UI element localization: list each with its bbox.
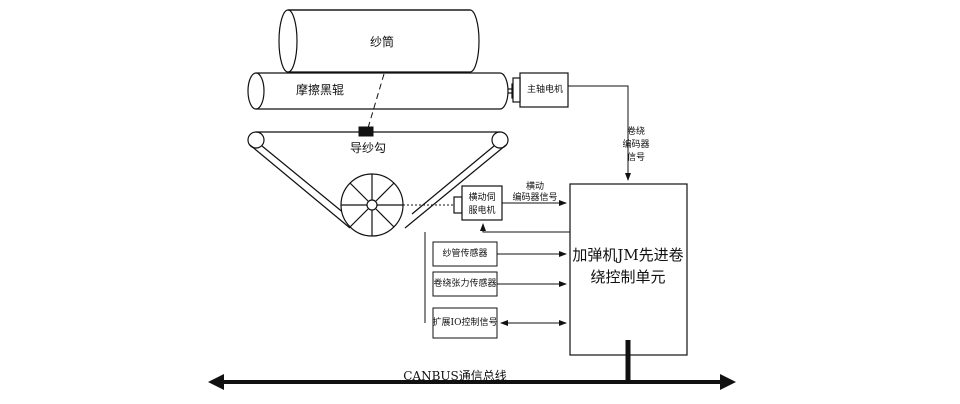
traverse-belt bbox=[247, 131, 509, 229]
winding-encoder-arrow bbox=[568, 85, 631, 181]
traverse-servo-line-2: 服电机 bbox=[468, 206, 496, 216]
tube-sensor-box bbox=[432, 241, 498, 267]
yarn-guide-block bbox=[358, 126, 374, 137]
canbus-label: CANBUS通信总线 bbox=[403, 369, 507, 383]
winding-encoder-signal-line-3: 信号 bbox=[626, 153, 645, 163]
tension-sensor-box bbox=[432, 271, 498, 297]
traverse-servo-label: 横动伺 服电机 bbox=[462, 192, 502, 218]
control-unit-line-2: 绕控制单元 bbox=[590, 268, 666, 286]
main-motor-assembly bbox=[508, 72, 569, 108]
winding-encoder-signal-line-1: 卷绕 bbox=[626, 127, 645, 137]
traverse-servo-box bbox=[461, 185, 503, 221]
canbus-right-arrowhead bbox=[720, 374, 736, 390]
friction-roller-label: 摩擦黑辊 bbox=[295, 83, 345, 97]
control-unit-box bbox=[569, 183, 688, 356]
yarn-package-cylinder bbox=[278, 9, 480, 73]
servo-control-arrow bbox=[480, 223, 570, 233]
traverse-encoder-signal-line-1: 横动 bbox=[525, 182, 544, 192]
canbus-left-arrowhead bbox=[208, 374, 224, 390]
tension-sensor-label: 卷绕张力传感器 bbox=[433, 279, 497, 289]
traverse-servo-line-1: 横动伺 bbox=[468, 193, 496, 203]
winding-encoder-signal-line-2: 编码器 bbox=[622, 140, 650, 150]
traverse-encoder-signal-line-2: 编码器信号 bbox=[512, 193, 558, 203]
tube-sensor-label: 纱管传感器 bbox=[442, 249, 488, 259]
control-unit-label: 加弹机JM先进卷 绕控制单元 bbox=[572, 244, 683, 288]
traverse-servo-assembly bbox=[453, 185, 503, 221]
extension-io-label: 扩展IO控制信号 bbox=[432, 318, 498, 328]
control-unit-line-1: 加弹机JM先进卷 bbox=[572, 246, 684, 264]
winding-encoder-signal-label: 卷绕 编码器 信号 bbox=[621, 126, 651, 165]
extension-io-box bbox=[432, 307, 498, 339]
yarn-guide-label: 导纱勾 bbox=[349, 141, 387, 155]
main-motor-box bbox=[519, 72, 569, 108]
main-motor-label: 主轴电机 bbox=[526, 85, 564, 95]
yarn-package-label: 纱筒 bbox=[369, 35, 395, 49]
friction-roller-cylinder bbox=[247, 72, 509, 110]
traverse-encoder-signal-label: 横动 编码器信号 bbox=[505, 182, 565, 204]
drive-wheel bbox=[340, 173, 404, 237]
